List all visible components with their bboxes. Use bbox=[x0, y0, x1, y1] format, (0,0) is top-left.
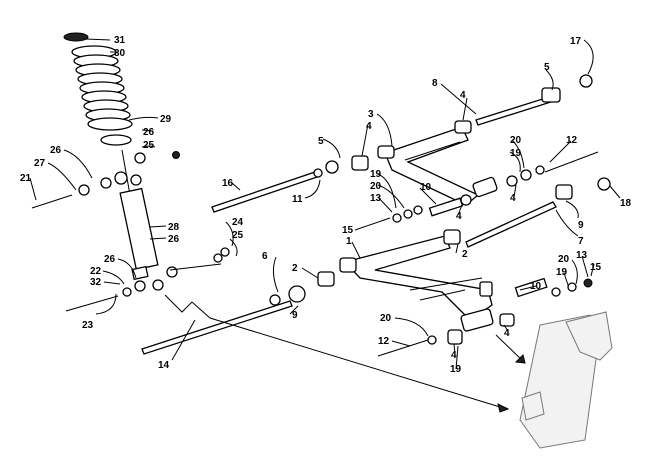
callout-26: 26 bbox=[50, 145, 62, 156]
callout-17: 17 bbox=[570, 36, 582, 47]
callout-22: 22 bbox=[90, 266, 102, 277]
callout-23: 23 bbox=[82, 320, 94, 331]
assembly-arrows bbox=[164, 294, 526, 413]
callout-1: 1 bbox=[346, 236, 352, 247]
shock-rod bbox=[121, 149, 131, 196]
callout-4: 4 bbox=[504, 328, 510, 339]
callout-2: 2 bbox=[462, 249, 468, 260]
callout-5: 5 bbox=[544, 62, 550, 73]
callout-15: 15 bbox=[590, 262, 602, 273]
upper-a-arm bbox=[377, 120, 498, 206]
spring-cap bbox=[63, 32, 89, 42]
coil-spring bbox=[71, 45, 133, 131]
callout-12: 12 bbox=[378, 336, 390, 347]
callout-19: 19 bbox=[370, 169, 382, 180]
shock-body bbox=[119, 187, 159, 271]
callout-19: 19 bbox=[510, 148, 522, 159]
callout-8: 8 bbox=[432, 78, 438, 89]
callout-32: 32 bbox=[90, 277, 102, 288]
callout-10: 10 bbox=[530, 281, 542, 292]
callout-27: 27 bbox=[34, 158, 46, 169]
callout-12: 12 bbox=[566, 135, 578, 146]
upper-shock-bolt bbox=[31, 194, 73, 209]
spindle bbox=[519, 311, 613, 449]
callout-20: 20 bbox=[510, 135, 522, 146]
callout-18: 18 bbox=[620, 198, 632, 209]
callout-9: 9 bbox=[578, 220, 584, 231]
leader-lines bbox=[29, 38, 621, 370]
callout-20: 20 bbox=[558, 254, 570, 265]
shock-absorber-assembly bbox=[31, 32, 180, 312]
callout-28: 28 bbox=[168, 222, 180, 233]
bolt-12-upper bbox=[544, 151, 599, 173]
callout-26: 26 bbox=[168, 234, 180, 245]
callout-6: 6 bbox=[262, 251, 268, 262]
spring-seat bbox=[100, 134, 132, 146]
callout-labels: 31 30 29 26 25 26 27 21 16 28 26 24 25 2… bbox=[20, 35, 632, 375]
shaft-7 bbox=[465, 201, 557, 248]
callout-13: 13 bbox=[576, 250, 588, 261]
callout-26: 26 bbox=[143, 127, 155, 138]
callout-25: 25 bbox=[232, 230, 244, 241]
callout-26: 26 bbox=[104, 254, 116, 265]
callout-13: 13 bbox=[370, 193, 382, 204]
callout-2: 2 bbox=[292, 263, 298, 274]
callout-9: 9 bbox=[292, 310, 298, 321]
callout-15: 15 bbox=[342, 225, 354, 236]
callout-31: 31 bbox=[114, 35, 126, 46]
callout-4: 4 bbox=[366, 121, 372, 132]
callout-7: 7 bbox=[578, 236, 584, 247]
shafts bbox=[141, 95, 599, 357]
shaft-14 bbox=[141, 300, 293, 355]
callout-3: 3 bbox=[368, 109, 374, 120]
lower-a-arm bbox=[339, 229, 494, 332]
callout-21: 21 bbox=[20, 173, 32, 184]
callout-11: 11 bbox=[292, 194, 303, 205]
callout-5: 5 bbox=[318, 136, 324, 147]
bushings-washers bbox=[213, 74, 611, 345]
callout-20: 20 bbox=[370, 181, 382, 192]
callout-25: 25 bbox=[143, 140, 155, 151]
callout-4: 4 bbox=[460, 90, 466, 101]
callout-4: 4 bbox=[451, 350, 457, 361]
callout-30: 30 bbox=[114, 48, 126, 59]
callout-4: 4 bbox=[510, 193, 516, 204]
callout-19: 19 bbox=[450, 364, 462, 375]
callout-10: 10 bbox=[420, 182, 432, 193]
callout-20: 20 bbox=[380, 313, 392, 324]
callout-14: 14 bbox=[158, 360, 170, 371]
callout-4: 4 bbox=[456, 211, 462, 222]
callout-16: 16 bbox=[222, 178, 234, 189]
callout-29: 29 bbox=[160, 114, 172, 125]
bolt-12-lower bbox=[377, 339, 429, 357]
callout-24: 24 bbox=[232, 217, 244, 228]
callout-19: 19 bbox=[556, 267, 568, 278]
